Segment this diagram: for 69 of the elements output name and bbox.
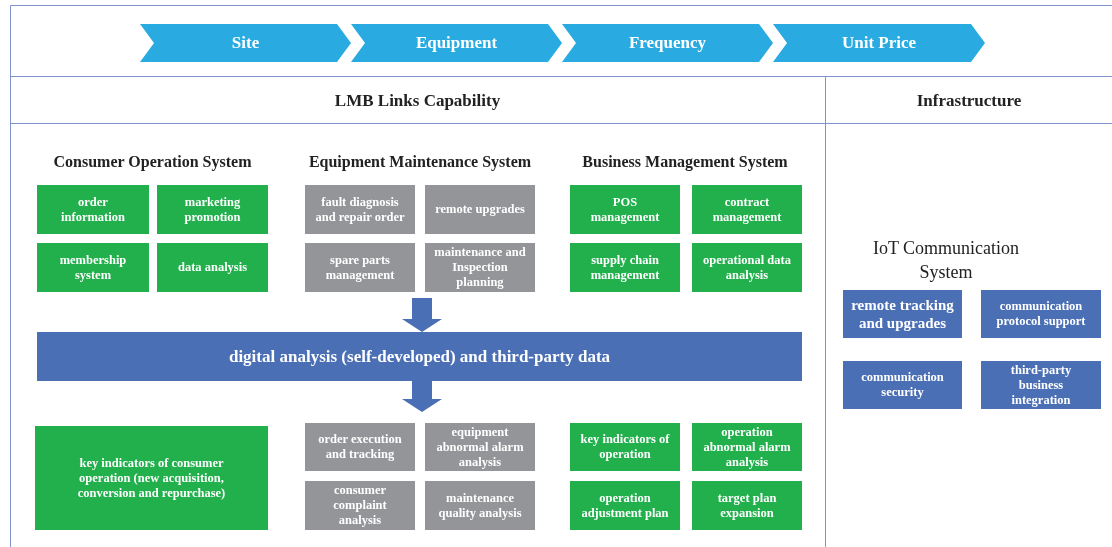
- section-heading: IoT Communication System: [871, 237, 1021, 284]
- column-heading: Infrastructure: [826, 77, 1112, 124]
- box-label: order information: [60, 194, 126, 225]
- box-label: target plan expansion: [716, 490, 778, 521]
- feature-box: [305, 185, 415, 234]
- feature-box: [35, 426, 268, 530]
- box-label: operation abnormal alarm analysis: [702, 424, 792, 470]
- box-label: maintenance and Inspection planning: [434, 245, 526, 290]
- feature-box: [305, 481, 415, 530]
- feature-box: [692, 243, 802, 292]
- box-label: maintenance quality analysis: [437, 490, 523, 521]
- feature-box: [570, 423, 680, 471]
- box-label: fault diagnosis and repair order: [314, 194, 406, 225]
- block-arrow: [402, 298, 442, 332]
- feature-box: [305, 423, 415, 471]
- feature-box: [692, 423, 802, 471]
- box-label: communication security: [860, 370, 945, 400]
- feature-box: [157, 243, 268, 292]
- box-label: supply chain management: [589, 252, 661, 283]
- box-label: membership system: [58, 252, 128, 283]
- box-label: key indicators of operation: [579, 432, 671, 462]
- feature-box: [37, 243, 149, 292]
- box-label: consumer complaint analysis: [332, 483, 388, 528]
- feature-box: [843, 361, 962, 409]
- section-heading: Equipment Maintenance System: [307, 152, 533, 173]
- step-label: Site: [231, 33, 260, 53]
- block-arrow: [402, 381, 442, 412]
- feature-box: [157, 185, 268, 234]
- box-label: communication protocol support: [995, 299, 1087, 329]
- box-label: third-party business integration: [1009, 362, 1073, 408]
- feature-box: [981, 290, 1101, 338]
- chevron-step: [351, 24, 562, 62]
- analysis-bar: [37, 332, 802, 381]
- box-label: marketing promotion: [183, 194, 242, 225]
- feature-box: [425, 423, 535, 471]
- section-heading: Consumer Operation System: [52, 152, 253, 173]
- section-heading: Business Management System: [581, 152, 789, 173]
- box-label: data analysis: [177, 260, 248, 275]
- chevron-step: [773, 24, 985, 62]
- column-heading: LMB Links Capability: [10, 77, 825, 124]
- feature-box: [570, 185, 680, 234]
- box-label: equipment abnormal alarm analysis: [435, 424, 525, 470]
- chevron-step: [140, 24, 351, 62]
- box-label: POS management: [589, 194, 661, 225]
- feature-box: [981, 361, 1101, 409]
- box-label: remote tracking and upgrades: [850, 296, 955, 332]
- step-label: Frequency: [628, 33, 707, 53]
- chevron-step: [562, 24, 773, 62]
- feature-box: [692, 185, 802, 234]
- feature-box: [570, 481, 680, 530]
- box-label: key indicators of consumer operation (new acquisition, conversion and repurchase): [76, 455, 227, 501]
- feature-box: [305, 243, 415, 292]
- box-label: spare parts management: [324, 252, 396, 283]
- box-label: operation adjustment plan: [580, 490, 670, 521]
- box-label: contract management: [711, 194, 783, 225]
- feature-box: [843, 290, 962, 338]
- box-label: order execution and tracking: [317, 432, 403, 462]
- feature-box: [570, 243, 680, 292]
- feature-box: [692, 481, 802, 530]
- feature-box: [425, 481, 535, 530]
- step-label: Unit Price: [841, 33, 917, 53]
- box-label: operational data analysis: [702, 252, 792, 283]
- step-label: Equipment: [415, 33, 498, 53]
- box-label: remote upgrades: [435, 202, 525, 217]
- feature-box: [425, 185, 535, 234]
- box-label: digital analysis (self-developed) and third-party data: [228, 349, 611, 364]
- feature-box: [37, 185, 149, 234]
- column-panel: [10, 77, 826, 547]
- feature-box: [425, 243, 535, 292]
